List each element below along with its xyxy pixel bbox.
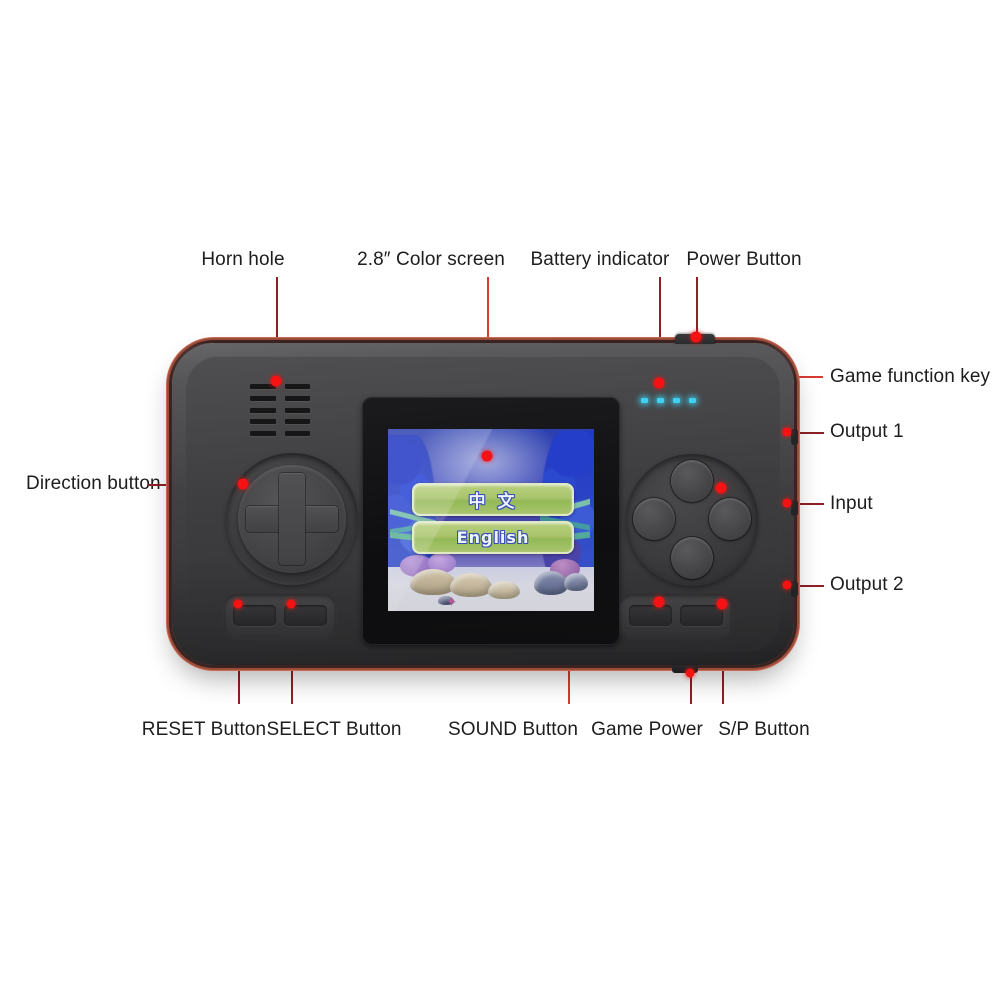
game-power-switch[interactable] <box>672 664 698 673</box>
label-output-2: Output 2 <box>830 574 904 595</box>
game-function-key-down[interactable] <box>671 537 713 579</box>
label-output-1: Output 1 <box>830 421 904 442</box>
dot-reset-button <box>233 599 243 609</box>
speaker-grille-icon <box>250 384 310 436</box>
battery-led-3 <box>673 398 680 403</box>
dot-horn-hole <box>270 375 282 387</box>
label-input: Input <box>830 493 873 514</box>
battery-indicator <box>641 398 696 403</box>
dot-game-function-key <box>715 482 727 494</box>
battery-led-2 <box>657 398 664 403</box>
label-horn-hole: Horn hole <box>201 249 285 270</box>
game-function-key[interactable] <box>709 498 751 540</box>
label-sound-button: SOUND Button <box>447 719 579 740</box>
game-function-key-cluster[interactable] <box>626 454 758 586</box>
dot-power-button <box>690 331 702 343</box>
menu-option-english[interactable]: English <box>412 521 574 554</box>
game-function-key-up[interactable] <box>671 460 713 502</box>
leader-horn-hole <box>276 277 278 380</box>
menu-option-english-label: English <box>456 528 530 547</box>
screen-rock-2 <box>450 573 492 597</box>
screen-rock-1 <box>410 569 456 595</box>
dot-battery-indicator <box>653 377 665 389</box>
label-battery-indicator: Battery indicator <box>530 249 670 270</box>
dot-output-2 <box>782 580 792 590</box>
dpad-disc[interactable] <box>238 465 346 573</box>
input-port[interactable] <box>791 500 798 516</box>
leader-battery-indicator <box>659 277 661 382</box>
game-function-key-left[interactable] <box>633 498 675 540</box>
dot-direction-button <box>237 478 249 490</box>
reset-button[interactable] <box>233 605 276 626</box>
sp-button[interactable] <box>680 605 723 626</box>
dot-color-screen <box>481 450 493 462</box>
dot-game-power <box>685 668 695 678</box>
output-1-port[interactable] <box>791 429 798 445</box>
label-color-screen: 2.8″ Color screen <box>357 249 505 270</box>
label-select-button: SELECT Button <box>266 719 402 740</box>
label-game-power: Game Power <box>591 719 703 740</box>
label-power-button: Power Button <box>686 249 802 270</box>
dot-sound-button <box>653 596 665 608</box>
screen-rock-5 <box>564 573 588 591</box>
label-game-function-key: Game function key <box>830 366 991 387</box>
sound-button[interactable] <box>629 605 672 626</box>
direction-button[interactable] <box>226 453 358 585</box>
screen-pebble-1 <box>438 596 454 605</box>
dot-output-1 <box>782 427 792 437</box>
leader-output-1 <box>786 432 824 434</box>
leader-game-power <box>690 673 692 704</box>
select-button[interactable] <box>284 605 327 626</box>
label-reset-button: RESET Button <box>141 719 267 740</box>
right-button-pad <box>620 594 732 638</box>
console-front-face: ✦ 中 文 English <box>186 356 780 652</box>
screen-coral-cluster-2 <box>428 553 456 573</box>
leader-input <box>786 503 824 505</box>
leader-output-2 <box>786 585 824 587</box>
left-button-pad <box>224 594 336 638</box>
screen-starfish-icon: ✦ <box>446 594 457 609</box>
label-sp-button: S/P Button <box>718 719 810 740</box>
handheld-console: ✦ 中 文 English <box>172 334 798 673</box>
battery-led-4 <box>689 398 696 403</box>
dpad-vertical-arm[interactable] <box>279 473 305 565</box>
dot-input <box>782 498 792 508</box>
leader-power-button <box>696 277 698 337</box>
screen-rock-3 <box>488 581 520 599</box>
screen-bezel: ✦ 中 文 English <box>362 397 620 645</box>
menu-option-chinese[interactable]: 中 文 <box>412 483 574 516</box>
dot-select-button <box>286 599 296 609</box>
dot-sp-button <box>716 598 728 610</box>
battery-led-1 <box>641 398 648 403</box>
menu-option-chinese-label: 中 文 <box>468 492 518 512</box>
label-direction-button: Direction button <box>26 473 161 494</box>
screen-rock-4 <box>534 571 568 595</box>
output-2-port[interactable] <box>791 581 798 597</box>
